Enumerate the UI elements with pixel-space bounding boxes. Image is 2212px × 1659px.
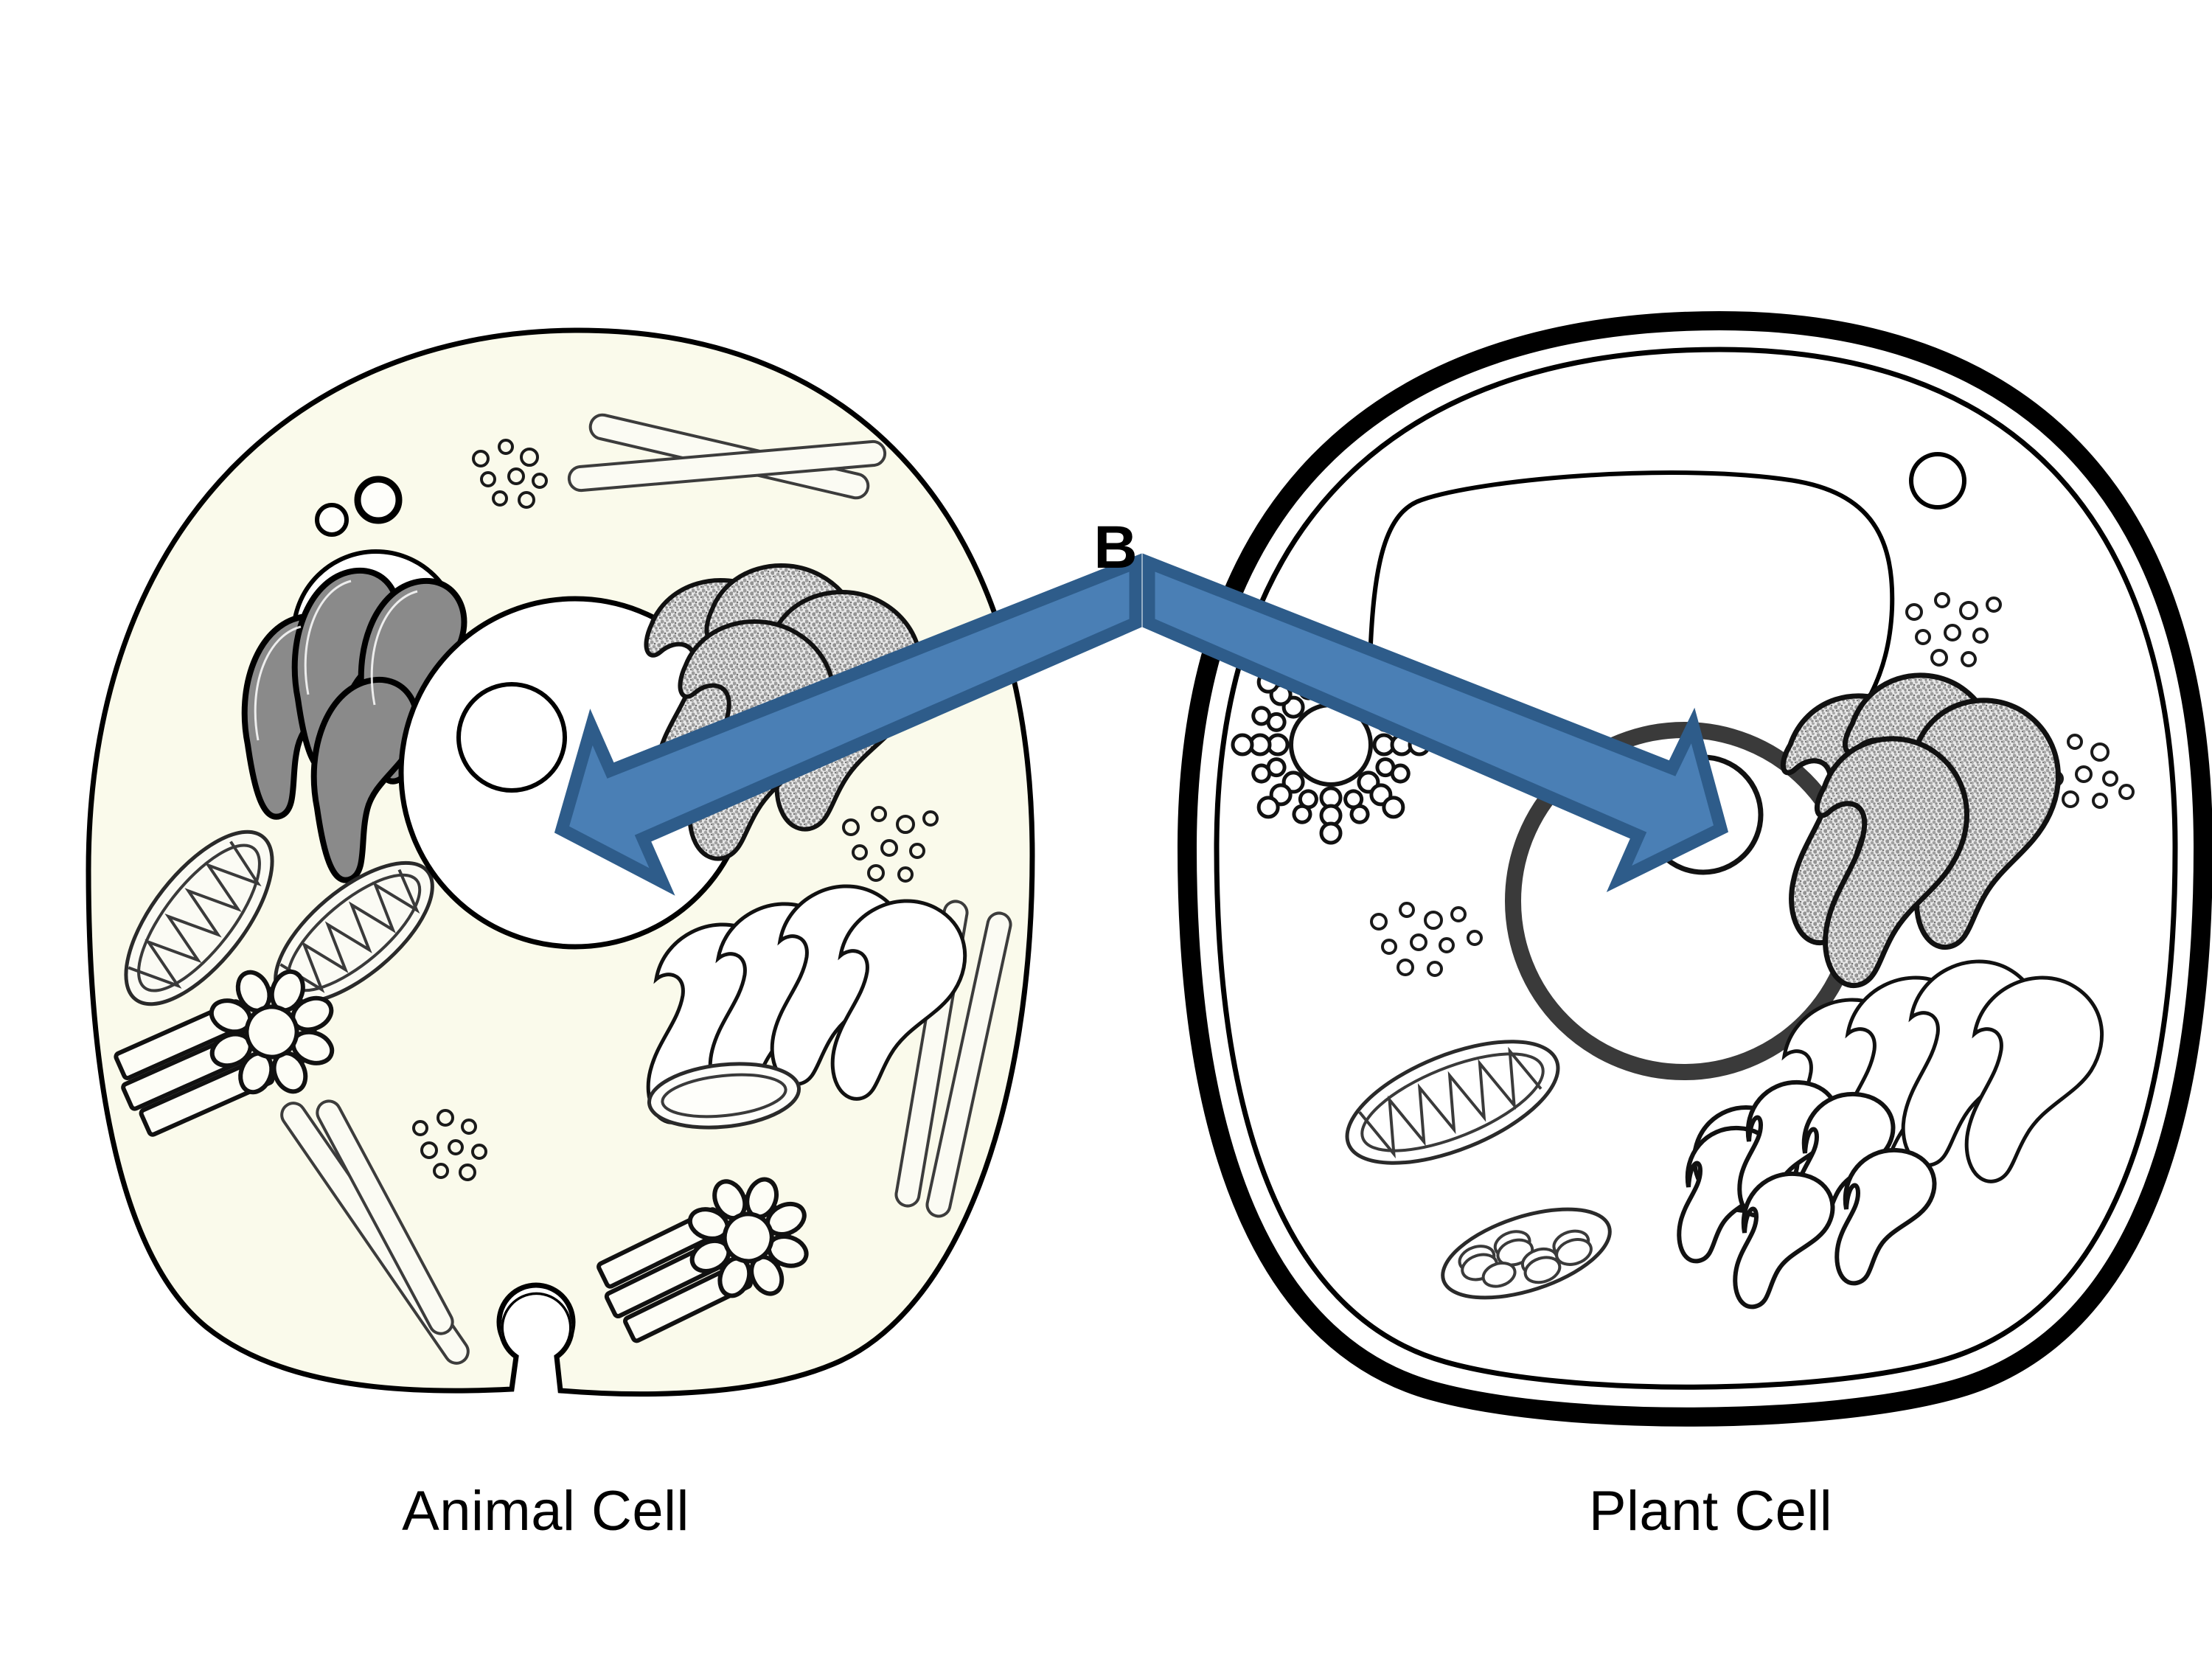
animal-microtubule-group-lower-left xyxy=(280,1099,470,1365)
animal-vesicle-2 xyxy=(354,476,403,524)
callout-arrow-right-arm xyxy=(1142,553,1729,892)
plant-cell-caption: Plant Cell xyxy=(1589,1480,1832,1543)
plant-mitochondrion xyxy=(1345,1040,1560,1165)
animal-cell: Animal Cell xyxy=(86,327,1035,1543)
callout-arrow-b[interactable]: B xyxy=(554,514,1729,896)
plant-ribosome-cluster-1 xyxy=(1905,592,2002,667)
animal-nucleolus xyxy=(456,682,567,793)
plant-ribosome-cluster-3 xyxy=(1370,902,1483,977)
animal-mitochondrion-1 xyxy=(124,830,274,1006)
animal-cell-caption: Animal Cell xyxy=(402,1480,689,1543)
animal-vesicle-1 xyxy=(315,503,349,537)
animal-ribosome-cluster-1 xyxy=(472,439,548,509)
callout-arrow-left-arm xyxy=(554,553,1142,896)
plant-cell: Plant Cell xyxy=(1177,310,2212,1543)
animal-centriole-1 xyxy=(114,969,335,1137)
plant-chloroplast-4 xyxy=(1815,736,1969,989)
callout-label-b: B xyxy=(1093,514,1137,581)
animal-ribosome-cluster-3 xyxy=(412,1109,487,1181)
animal-centriole-2 xyxy=(597,1177,809,1343)
plant-chloroplast-group xyxy=(1781,672,2061,989)
plant-golgi-apparatus xyxy=(1677,1079,1937,1310)
animal-lysosome xyxy=(647,1062,801,1130)
plant-vesicle-1 xyxy=(1909,452,1966,509)
plant-amyloplast xyxy=(1441,1207,1612,1300)
animal-microtubule-group-top xyxy=(567,413,887,500)
animal-ribosome-cluster-2 xyxy=(842,806,939,883)
animal-golgi-apparatus xyxy=(241,549,467,883)
